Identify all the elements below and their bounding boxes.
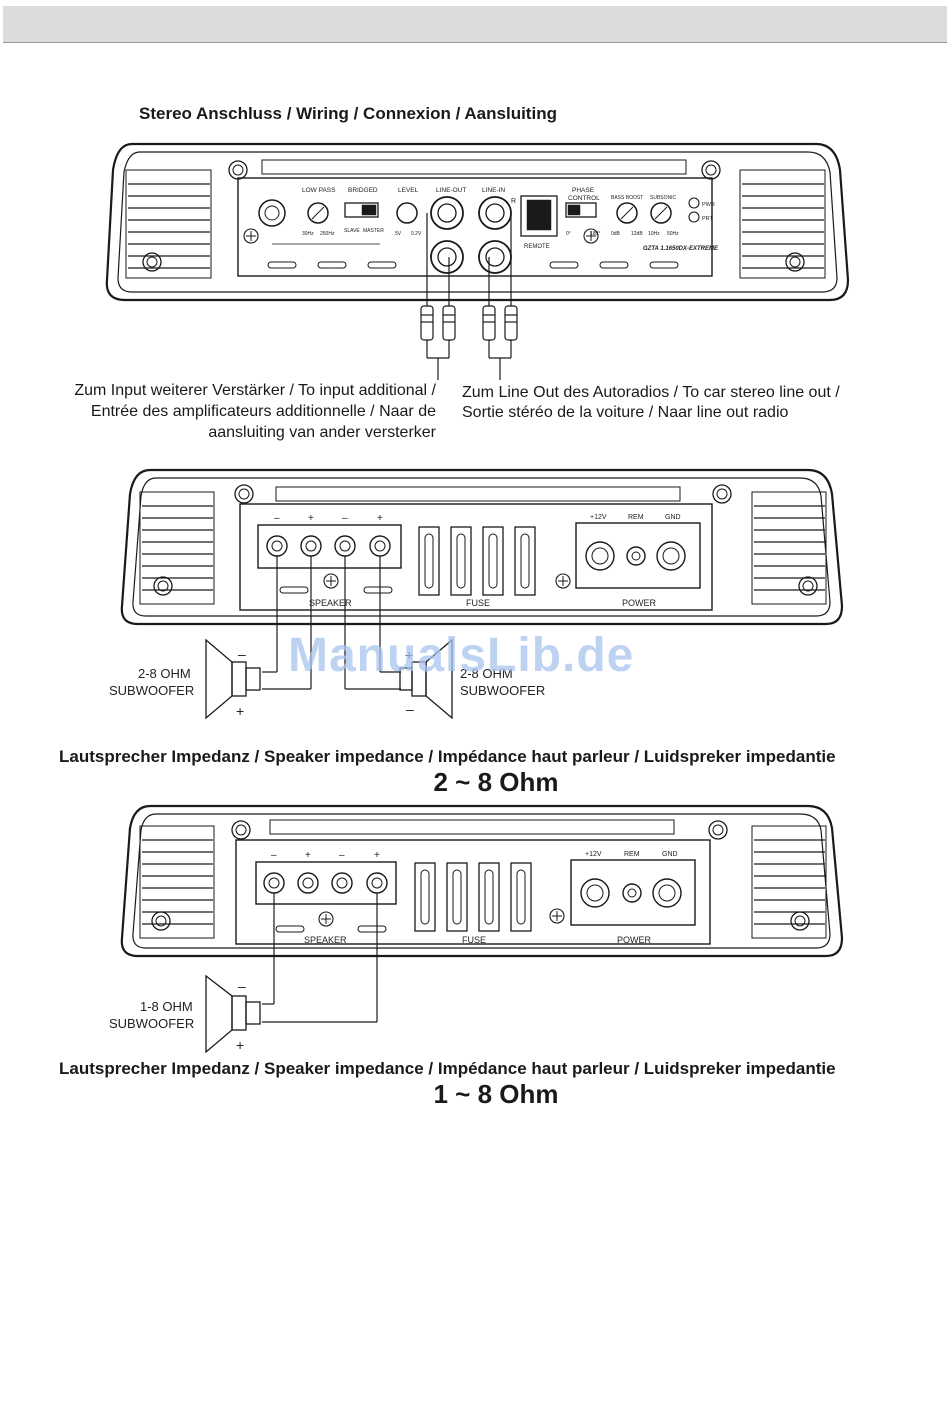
level-label: LEVEL xyxy=(398,187,419,194)
power-label: POWER xyxy=(622,598,657,608)
subwoofer-icon xyxy=(205,638,261,720)
caption-additional-amp-line-1: Zum Input weiterer Verstärker / To input… xyxy=(74,382,436,399)
control-label: CONTROL xyxy=(568,195,600,202)
watermark: ManualsLib.de xyxy=(288,629,635,682)
amplifier-speaker-panel-2 xyxy=(120,804,844,958)
line-out-label: LINE-OUT xyxy=(436,187,466,194)
subwoofer-2-minus: – xyxy=(406,701,414,717)
subwoofer-icon xyxy=(205,974,261,1054)
terminal-label-3: – xyxy=(342,513,348,524)
subwoofer-1-minus: – xyxy=(238,646,246,662)
subwoofer-2-type-label: SUBWOOFER xyxy=(460,683,545,698)
page-header-bar xyxy=(3,6,947,43)
speaker-wiring-2 xyxy=(262,893,378,1023)
terminal-label-4: + xyxy=(377,513,383,524)
subwoofer-1-ohm-label: 2-8 OHM xyxy=(138,666,191,681)
heatsink-fins-right xyxy=(742,183,824,269)
subwoofer-1-type-label: SUBWOOFER xyxy=(109,683,194,698)
speaker-label: SPEAKER xyxy=(304,935,347,945)
power-terminal-12v: +12V xyxy=(585,851,602,858)
subsonic-min-label: 10Hz xyxy=(648,231,660,237)
master-label: MASTER xyxy=(363,228,384,234)
subwoofer-icon xyxy=(399,638,453,720)
lp-min-label: 30Hz xyxy=(302,231,314,237)
phase-label: PHASE xyxy=(572,187,595,194)
terminal-label-2: + xyxy=(305,850,311,861)
heatsink-fins-left xyxy=(128,183,210,269)
fuse-label: FUSE xyxy=(462,935,486,945)
prt-label: PRT xyxy=(702,216,714,222)
power-terminal-12v: +12V xyxy=(590,514,607,521)
subwoofer-1-plus: + xyxy=(236,703,244,719)
bridged-label: BRIDGED xyxy=(348,187,378,194)
line-in-label: LINE-IN xyxy=(482,187,505,194)
bass-max-label: 12dB xyxy=(631,231,643,237)
low-pass-label: LOW PASS xyxy=(302,187,336,194)
terminal-label-2: + xyxy=(308,513,314,524)
subwoofer-3-plus: + xyxy=(236,1037,244,1053)
amplifier-speaker-labels-2: – + – + SPEAKER FUSE POWER +12V REM GND xyxy=(271,850,678,945)
phase-max-label: 180° xyxy=(590,231,600,237)
fuse-label: FUSE xyxy=(466,598,490,608)
amplifier-control-labels: LOW PASS BRIDGED LEVEL LINE-OUT LINE-IN … xyxy=(302,187,719,252)
subwoofer-labels-2: 1-8 OHM SUBWOOFER – + xyxy=(109,978,246,1053)
power-terminal-rem: REM xyxy=(628,514,644,521)
remote-label: REMOTE xyxy=(524,244,550,250)
subwoofer-3-type-label: SUBWOOFER xyxy=(109,1016,194,1031)
power-terminal-gnd: GND xyxy=(662,851,678,858)
subwoofer-labels-1: 2-8 OHM SUBWOOFER – + 2-8 OHM SUBWOOFER … xyxy=(109,646,545,719)
speaker-label: SPEAKER xyxy=(309,598,352,608)
bass-boost-label: BASS BOOST xyxy=(611,195,643,201)
impedance-heading-2: Lautsprecher Impedanz / Speaker impedanc… xyxy=(59,1059,836,1078)
impedance-value-1: 2 ~ 8 Ohm xyxy=(433,767,559,797)
page-title: Stereo Anschluss / Wiring / Connexion / … xyxy=(139,104,557,123)
power-label: POWER xyxy=(617,935,652,945)
caption-additional-amp-line-3: aansluiting van ander versterker xyxy=(208,424,436,441)
amplifier-control-panel xyxy=(105,142,850,302)
speaker-wiring-1 xyxy=(262,556,401,690)
bass-min-label: 0dB xyxy=(611,231,621,237)
subwoofer-2-plus: + xyxy=(405,647,413,663)
subwoofer-2-ohm-label: 2-8 OHM xyxy=(460,666,513,681)
pwr-label: PWR xyxy=(702,202,715,208)
impedance-heading-1: Lautsprecher Impedanz / Speaker impedanc… xyxy=(59,747,836,766)
level-min-label: 5V xyxy=(395,231,402,237)
model-label: GZTA 1.1650DX-EXTREME xyxy=(643,246,719,252)
power-terminal-rem: REM xyxy=(624,851,640,858)
amplifier-speaker-panel-1 xyxy=(120,468,844,626)
caption-car-stereo-line-2: Sortie stéréo de la voiture / Naar line … xyxy=(462,404,789,421)
r-label: R xyxy=(511,198,516,205)
impedance-value-2: 1 ~ 8 Ohm xyxy=(433,1079,559,1109)
terminal-label-3: – xyxy=(339,850,345,861)
power-terminal-gnd: GND xyxy=(665,514,681,521)
slave-label: SLAVE xyxy=(344,228,360,234)
terminal-label-1: – xyxy=(274,513,280,524)
caption-car-stereo-line-1: Zum Line Out des Autoradios / To car ste… xyxy=(462,384,840,401)
subsonic-label: SUBSONIC xyxy=(650,195,677,201)
lp-max-label: 250Hz xyxy=(320,231,335,237)
subwoofer-3-ohm-label: 1-8 OHM xyxy=(140,999,193,1014)
terminal-label-1: – xyxy=(271,850,277,861)
amplifier-speaker-labels-1: – + – + SPEAKER FUSE POWER +12V REM GND xyxy=(274,513,681,608)
level-max-label: 0.2V xyxy=(411,231,422,237)
rca-plugs xyxy=(420,213,518,380)
terminal-label-4: + xyxy=(374,850,380,861)
phase-min-label: 0° xyxy=(566,231,571,237)
subwoofer-3-minus: – xyxy=(238,978,246,994)
subsonic-max-label: 50Hz xyxy=(667,231,679,237)
caption-additional-amp-line-2: Entrée des amplificateurs additionnelle … xyxy=(90,403,436,420)
